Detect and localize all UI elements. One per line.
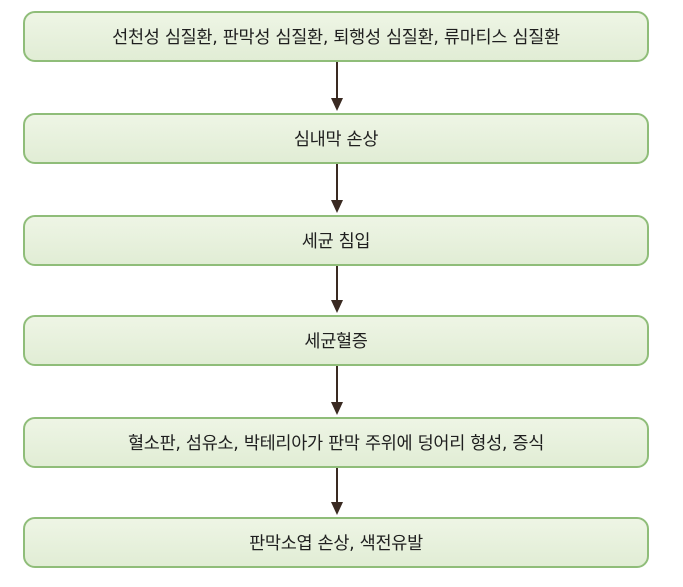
arrowhead-icon: [331, 300, 343, 313]
arrowhead-icon: [331, 402, 343, 415]
step-label: 심내막 손상: [293, 130, 379, 150]
step-congenital-valvular-degenerative-rheumatic-heart-disease: 선천성 심질환, 판막성 심질환, 퇴행성 심질환, 류마티스 심질환: [23, 11, 649, 62]
step-endocardial-damage: 심내막 손상: [23, 113, 649, 164]
step-bacteremia: 세균혈증: [23, 315, 649, 366]
step-label: 선천성 심질환, 판막성 심질환, 퇴행성 심질환, 류마티스 심질환: [112, 28, 560, 48]
step-label: 세균 침입: [301, 232, 371, 252]
step-label: 혈소판, 섬유소, 박테리아가 판막 주위에 덩어리 형성, 증식: [127, 434, 545, 454]
step-leaflet-damage-embolism: 판막소엽 손상, 색전유발: [23, 517, 649, 568]
step-vegetation-formation: 혈소판, 섬유소, 박테리아가 판막 주위에 덩어리 형성, 증식: [23, 417, 649, 468]
arrowhead-icon: [331, 502, 343, 515]
step-bacterial-invasion: 세균 침입: [23, 215, 649, 266]
step-label: 판막소엽 손상, 색전유발: [249, 534, 423, 554]
step-label: 세균혈증: [304, 332, 368, 352]
arrowhead-icon: [331, 98, 343, 111]
arrowhead-icon: [331, 200, 343, 213]
